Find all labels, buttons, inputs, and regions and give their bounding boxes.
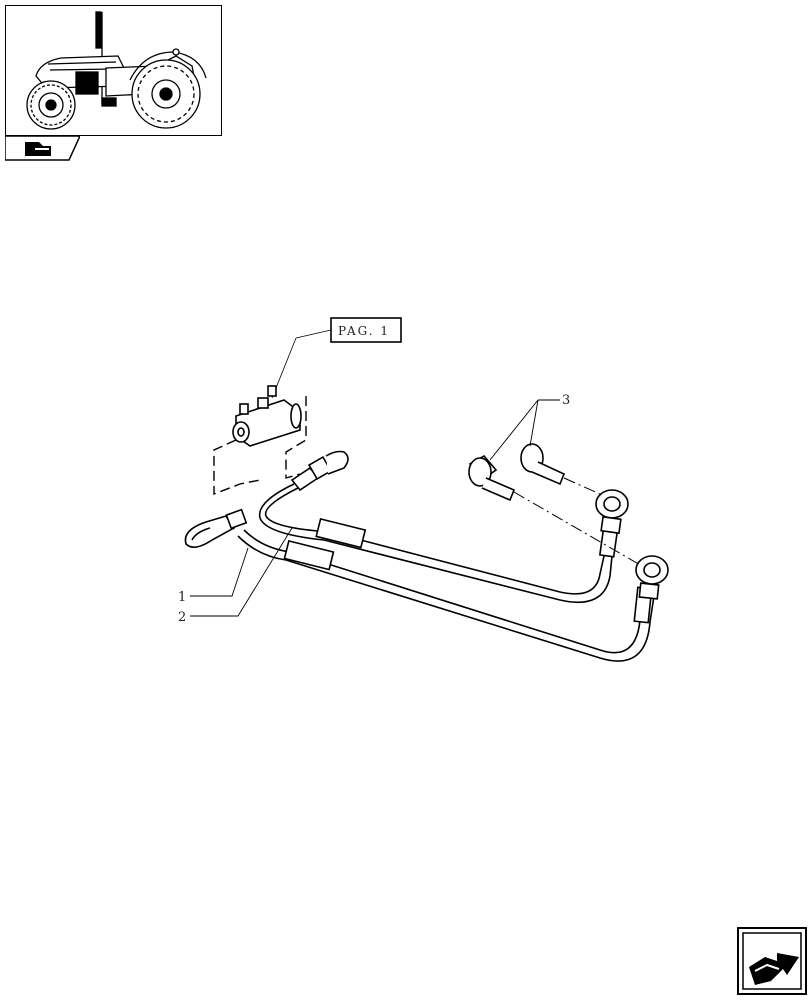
connection-dashed-lines xyxy=(213,396,307,496)
banjo-eye-upper xyxy=(595,489,629,535)
folder-arrow-icon xyxy=(4,135,82,161)
next-page-button[interactable] xyxy=(737,927,807,995)
callout-leaders xyxy=(190,399,560,617)
tractor-illustration xyxy=(26,11,207,130)
pipe-2-fitting xyxy=(290,450,349,492)
banjo-eye-lower xyxy=(635,555,669,600)
pipe-1-fitting xyxy=(184,508,248,548)
banjo-bolt-1 xyxy=(468,454,516,502)
page-reference-box[interactable]: PAG. 1 xyxy=(271,317,402,399)
banjo-bolt-2 xyxy=(520,443,566,486)
pipe-1 xyxy=(237,529,655,662)
valve-component xyxy=(232,385,302,447)
next-page-arrow-icon xyxy=(737,927,807,995)
pipe-2 xyxy=(258,483,620,604)
callout-2: 2 xyxy=(178,610,186,625)
section-tab[interactable] xyxy=(4,135,82,163)
tractor-thumbnail xyxy=(5,5,222,136)
assembly-axis-lines xyxy=(513,477,643,567)
callout-1: 1 xyxy=(178,590,186,605)
page-reference-label: PAG. 1 xyxy=(338,324,390,338)
callout-3: 3 xyxy=(562,393,570,408)
